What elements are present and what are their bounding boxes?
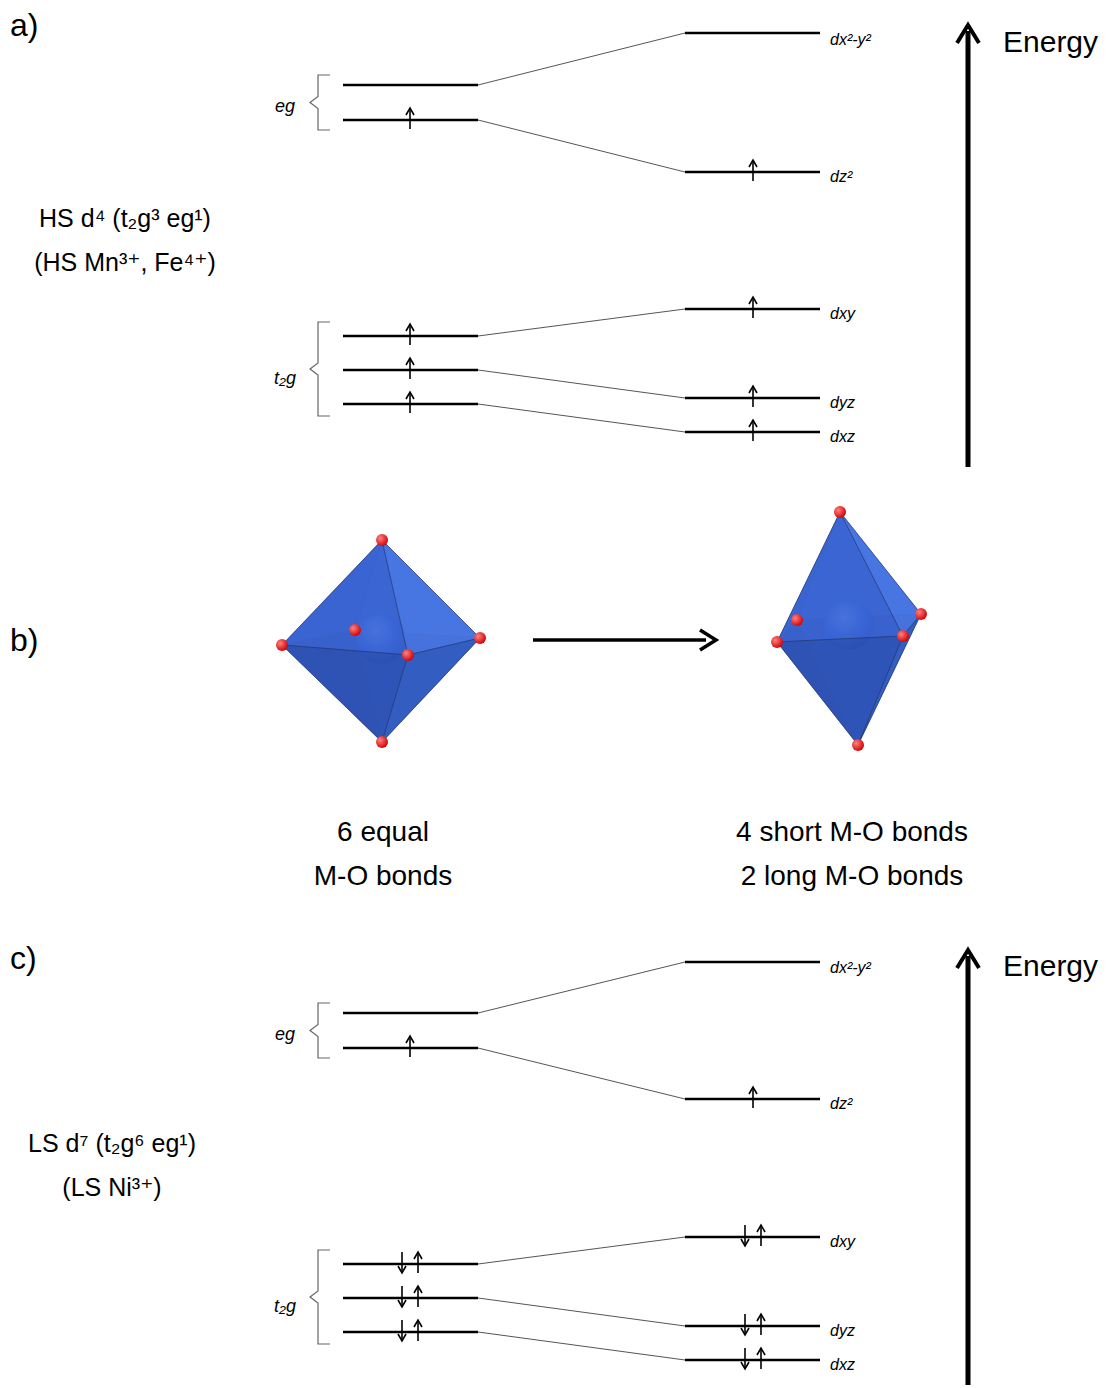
level-label: t₂g [274, 1296, 296, 1317]
bond-note: M-O bonds [314, 860, 453, 892]
bond-note: 2 long M-O bonds [741, 860, 964, 892]
orbital-label: dxy [830, 1233, 855, 1251]
energy-level [343, 1297, 478, 1300]
configuration: HS d⁴ (t₂g³ eg¹) [39, 204, 211, 233]
energy-level [685, 1236, 820, 1239]
orbital-label: dz² [830, 168, 852, 186]
spin-up [414, 1320, 422, 1341]
spin-up [406, 108, 414, 129]
orbital-label: dz² [830, 1095, 852, 1113]
correlation-line [478, 404, 685, 432]
transform-arrow [533, 638, 706, 642]
energy-level [685, 961, 820, 964]
level-label: t₂g [274, 368, 296, 389]
ion-list: (HS Mn³⁺, Fe⁴⁺) [34, 248, 216, 277]
energy-level [343, 1012, 478, 1015]
energy-level [685, 32, 820, 35]
spin-up [749, 297, 757, 318]
correlation-line [478, 309, 685, 336]
energy-level [685, 1325, 820, 1328]
correlation-line [478, 33, 685, 85]
orbital-label: dyz [830, 1322, 855, 1340]
spin-up [749, 1087, 757, 1108]
energy-level [343, 1263, 478, 1266]
spin-down [398, 1252, 406, 1273]
orbital-label: dxz [830, 1356, 855, 1374]
orbital-label: dyz [830, 394, 855, 412]
correlation-line [478, 1332, 685, 1360]
bond-note: 4 short M-O bonds [736, 816, 968, 848]
spin-down [741, 1314, 749, 1335]
axis-title: Energy [1003, 25, 1098, 60]
correlation-line [478, 1237, 685, 1264]
correlation-line [478, 962, 685, 1013]
correlation-line [478, 370, 685, 398]
panel-letter: a) [10, 7, 38, 44]
spin-up [757, 1225, 765, 1246]
spin-up [414, 1252, 422, 1273]
spin-down [398, 1286, 406, 1307]
energy-axis [966, 31, 971, 467]
configuration: LS d⁷ (t₂g⁶ eg¹) [28, 1129, 196, 1158]
energy-level [343, 1331, 478, 1334]
energy-axis-head [957, 25, 979, 43]
panel-letter: c) [10, 940, 37, 977]
octahedron-regular [276, 534, 486, 748]
correlation-line [478, 1298, 685, 1326]
energy-level [685, 1359, 820, 1362]
spin-up [406, 324, 414, 345]
level-label: eg [275, 1024, 295, 1045]
correlation-line [478, 1048, 685, 1099]
orbital-label: dxy [830, 305, 855, 323]
axis-title: Energy [1003, 949, 1098, 984]
level-label: eg [275, 96, 295, 117]
panel-letter: b) [10, 622, 38, 659]
orbital-label: dxz [830, 428, 855, 446]
octahedron-distorted [771, 506, 927, 751]
energy-level [343, 84, 478, 87]
spin-up [749, 420, 757, 441]
spin-up [406, 1036, 414, 1057]
bracket [310, 1003, 330, 1058]
spin-up [757, 1348, 765, 1369]
orbital-label: dx²-y² [830, 959, 871, 977]
energy-axis-head [957, 950, 979, 968]
spin-down [741, 1348, 749, 1369]
spin-up [749, 160, 757, 181]
correlation-line [478, 120, 685, 172]
spin-up [414, 1286, 422, 1307]
bracket [310, 322, 330, 416]
spin-down [741, 1225, 749, 1246]
energy-axis [966, 956, 971, 1385]
transform-arrow-head [700, 630, 716, 650]
spin-up [406, 392, 414, 413]
bracket [310, 75, 330, 130]
spin-up [749, 386, 757, 407]
spin-up [757, 1314, 765, 1335]
bracket [310, 1250, 330, 1344]
spin-up [406, 358, 414, 379]
ion-list: (LS Ni³⁺) [62, 1173, 161, 1202]
orbital-label: dx²-y² [830, 31, 871, 49]
spin-down [398, 1320, 406, 1341]
bond-note: 6 equal [337, 816, 429, 848]
